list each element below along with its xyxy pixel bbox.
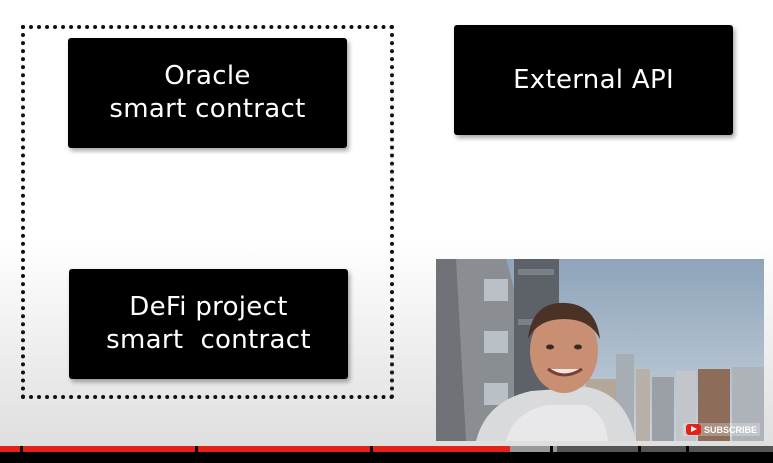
defi-smart-contract-box: DeFi project smart contract xyxy=(69,269,348,379)
player-controls-strip xyxy=(0,452,773,463)
oracle-box-line-1: Oracle xyxy=(164,61,251,91)
api-box-line-1: External API xyxy=(513,64,674,95)
oracle-box-line-2: smart contract xyxy=(109,94,306,124)
external-api-box: External API xyxy=(454,25,733,135)
presenter-scene xyxy=(436,259,764,441)
subscribe-button[interactable]: SUBSCRIBE xyxy=(682,423,760,436)
chapter-marker xyxy=(638,446,641,452)
chapter-marker xyxy=(20,446,23,452)
chapter-marker xyxy=(686,446,689,452)
video-progress-bar[interactable] xyxy=(0,446,773,452)
oracle-boundary-frame xyxy=(21,25,394,399)
defi-box-line-2: smart contract xyxy=(106,325,311,355)
subscribe-label: SUBSCRIBE xyxy=(703,424,757,435)
chapter-marker xyxy=(370,446,373,452)
oracle-smart-contract-box: Oracle smart contract xyxy=(68,38,347,148)
presenter-video-overlay[interactable]: SUBSCRIBE xyxy=(436,259,764,441)
youtube-play-icon xyxy=(685,424,701,435)
progress-played xyxy=(0,446,511,452)
chapter-marker xyxy=(550,446,553,452)
defi-box-line-1: DeFi project xyxy=(129,292,288,322)
chapter-marker xyxy=(195,446,198,452)
